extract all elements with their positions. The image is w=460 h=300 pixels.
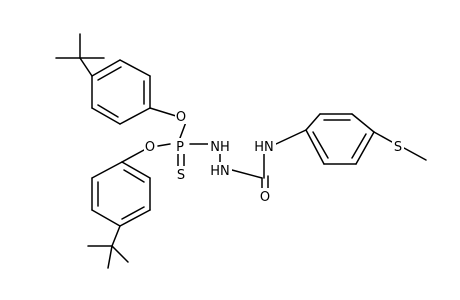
bond-sulfur-methyl bbox=[403, 147, 427, 161]
lower-phenyl-ring bbox=[91, 161, 151, 227]
svg-text:HN: HN bbox=[210, 164, 230, 179]
lower-tert-butyl-group bbox=[87, 225, 129, 269]
bond-phosphorus-oxygen-lower bbox=[157, 143, 171, 147]
svg-text:O: O bbox=[260, 190, 270, 205]
svg-text:P: P bbox=[176, 140, 184, 155]
atom-label-thio-sulfur: S bbox=[175, 166, 187, 183]
atom-label-hn-hydrazine: HN bbox=[208, 162, 232, 179]
bond-aryl-sulfur bbox=[373, 131, 393, 143]
svg-text:S: S bbox=[394, 140, 402, 155]
svg-text:S: S bbox=[177, 168, 185, 183]
bond-nitrogen-carbonyl-carbon bbox=[231, 169, 263, 179]
atom-label-oxygen-lower: O bbox=[144, 138, 156, 155]
bond-oxygen-ring-lower bbox=[121, 149, 145, 163]
atom-label-carbonyl-oxygen: O bbox=[259, 188, 271, 205]
upper-tert-butyl-group bbox=[55, 33, 105, 77]
right-phenyl-ring bbox=[305, 113, 375, 165]
svg-text:O: O bbox=[145, 140, 155, 155]
atom-label-oxygen-upper: O bbox=[175, 108, 187, 125]
atom-label-hn-amide: HN bbox=[252, 138, 276, 155]
svg-text:O: O bbox=[176, 110, 186, 125]
bond-ring-oxygen-upper bbox=[149, 107, 177, 117]
upper-phenyl-ring bbox=[91, 59, 151, 125]
atom-label-phosphorus: P bbox=[174, 138, 186, 155]
svg-text:HN: HN bbox=[254, 140, 274, 155]
atom-label-methylthio-sulfur: S bbox=[392, 138, 404, 155]
atom-label-nh-hydrazine: NH bbox=[208, 138, 232, 155]
bond-nitrogen-aryl bbox=[275, 129, 307, 145]
svg-text:NH: NH bbox=[210, 140, 230, 155]
bond-oxygen-phosphorus-upper bbox=[179, 121, 187, 139]
